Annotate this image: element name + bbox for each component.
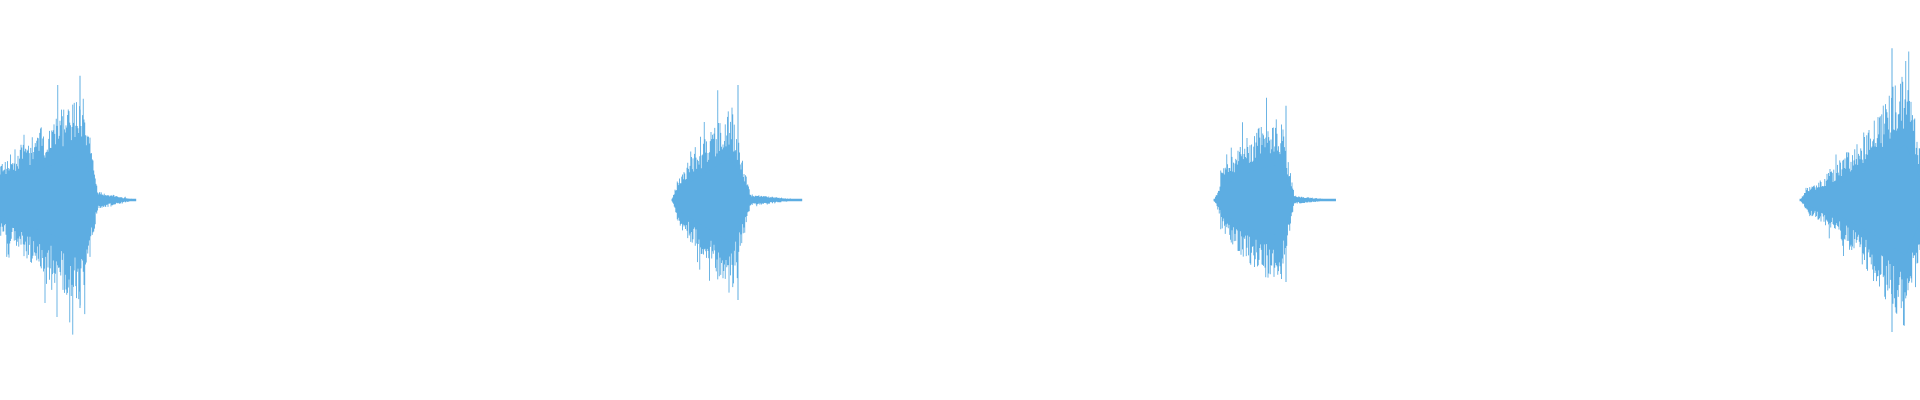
waveform-bursts	[0, 48, 1920, 335]
waveform-burst-2	[671, 85, 803, 300]
waveform-burst-4	[1799, 48, 1920, 332]
waveform-burst-1	[0, 75, 137, 335]
waveform-burst-3	[1213, 97, 1336, 282]
